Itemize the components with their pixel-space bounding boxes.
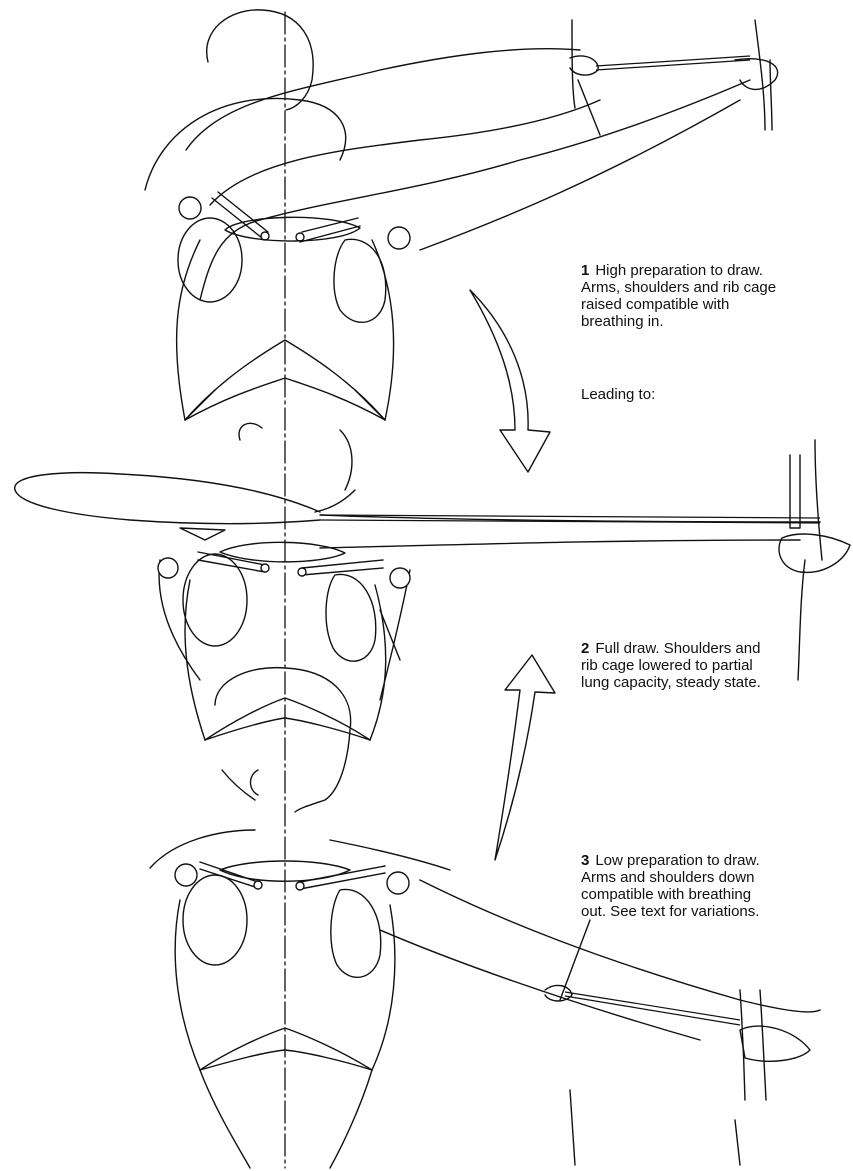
step-2-number: 2 — [581, 640, 589, 657]
figure-1-high-preparation — [145, 10, 778, 420]
step-3-number: 3 — [581, 852, 589, 869]
figure-2-full-draw — [15, 423, 850, 740]
leading-to-label: Leading to: — [581, 386, 781, 403]
arrow-down-icon — [470, 290, 550, 472]
step-2-text: Full draw. Shoulders and rib cage lowere… — [581, 640, 761, 691]
step-3-text: Low preparation to draw. Arms and should… — [581, 852, 760, 920]
arrow-up-icon — [495, 655, 555, 860]
step-1-number: 1 — [581, 262, 589, 279]
step-1-text: High preparation to draw. Arms, shoulder… — [581, 262, 776, 330]
